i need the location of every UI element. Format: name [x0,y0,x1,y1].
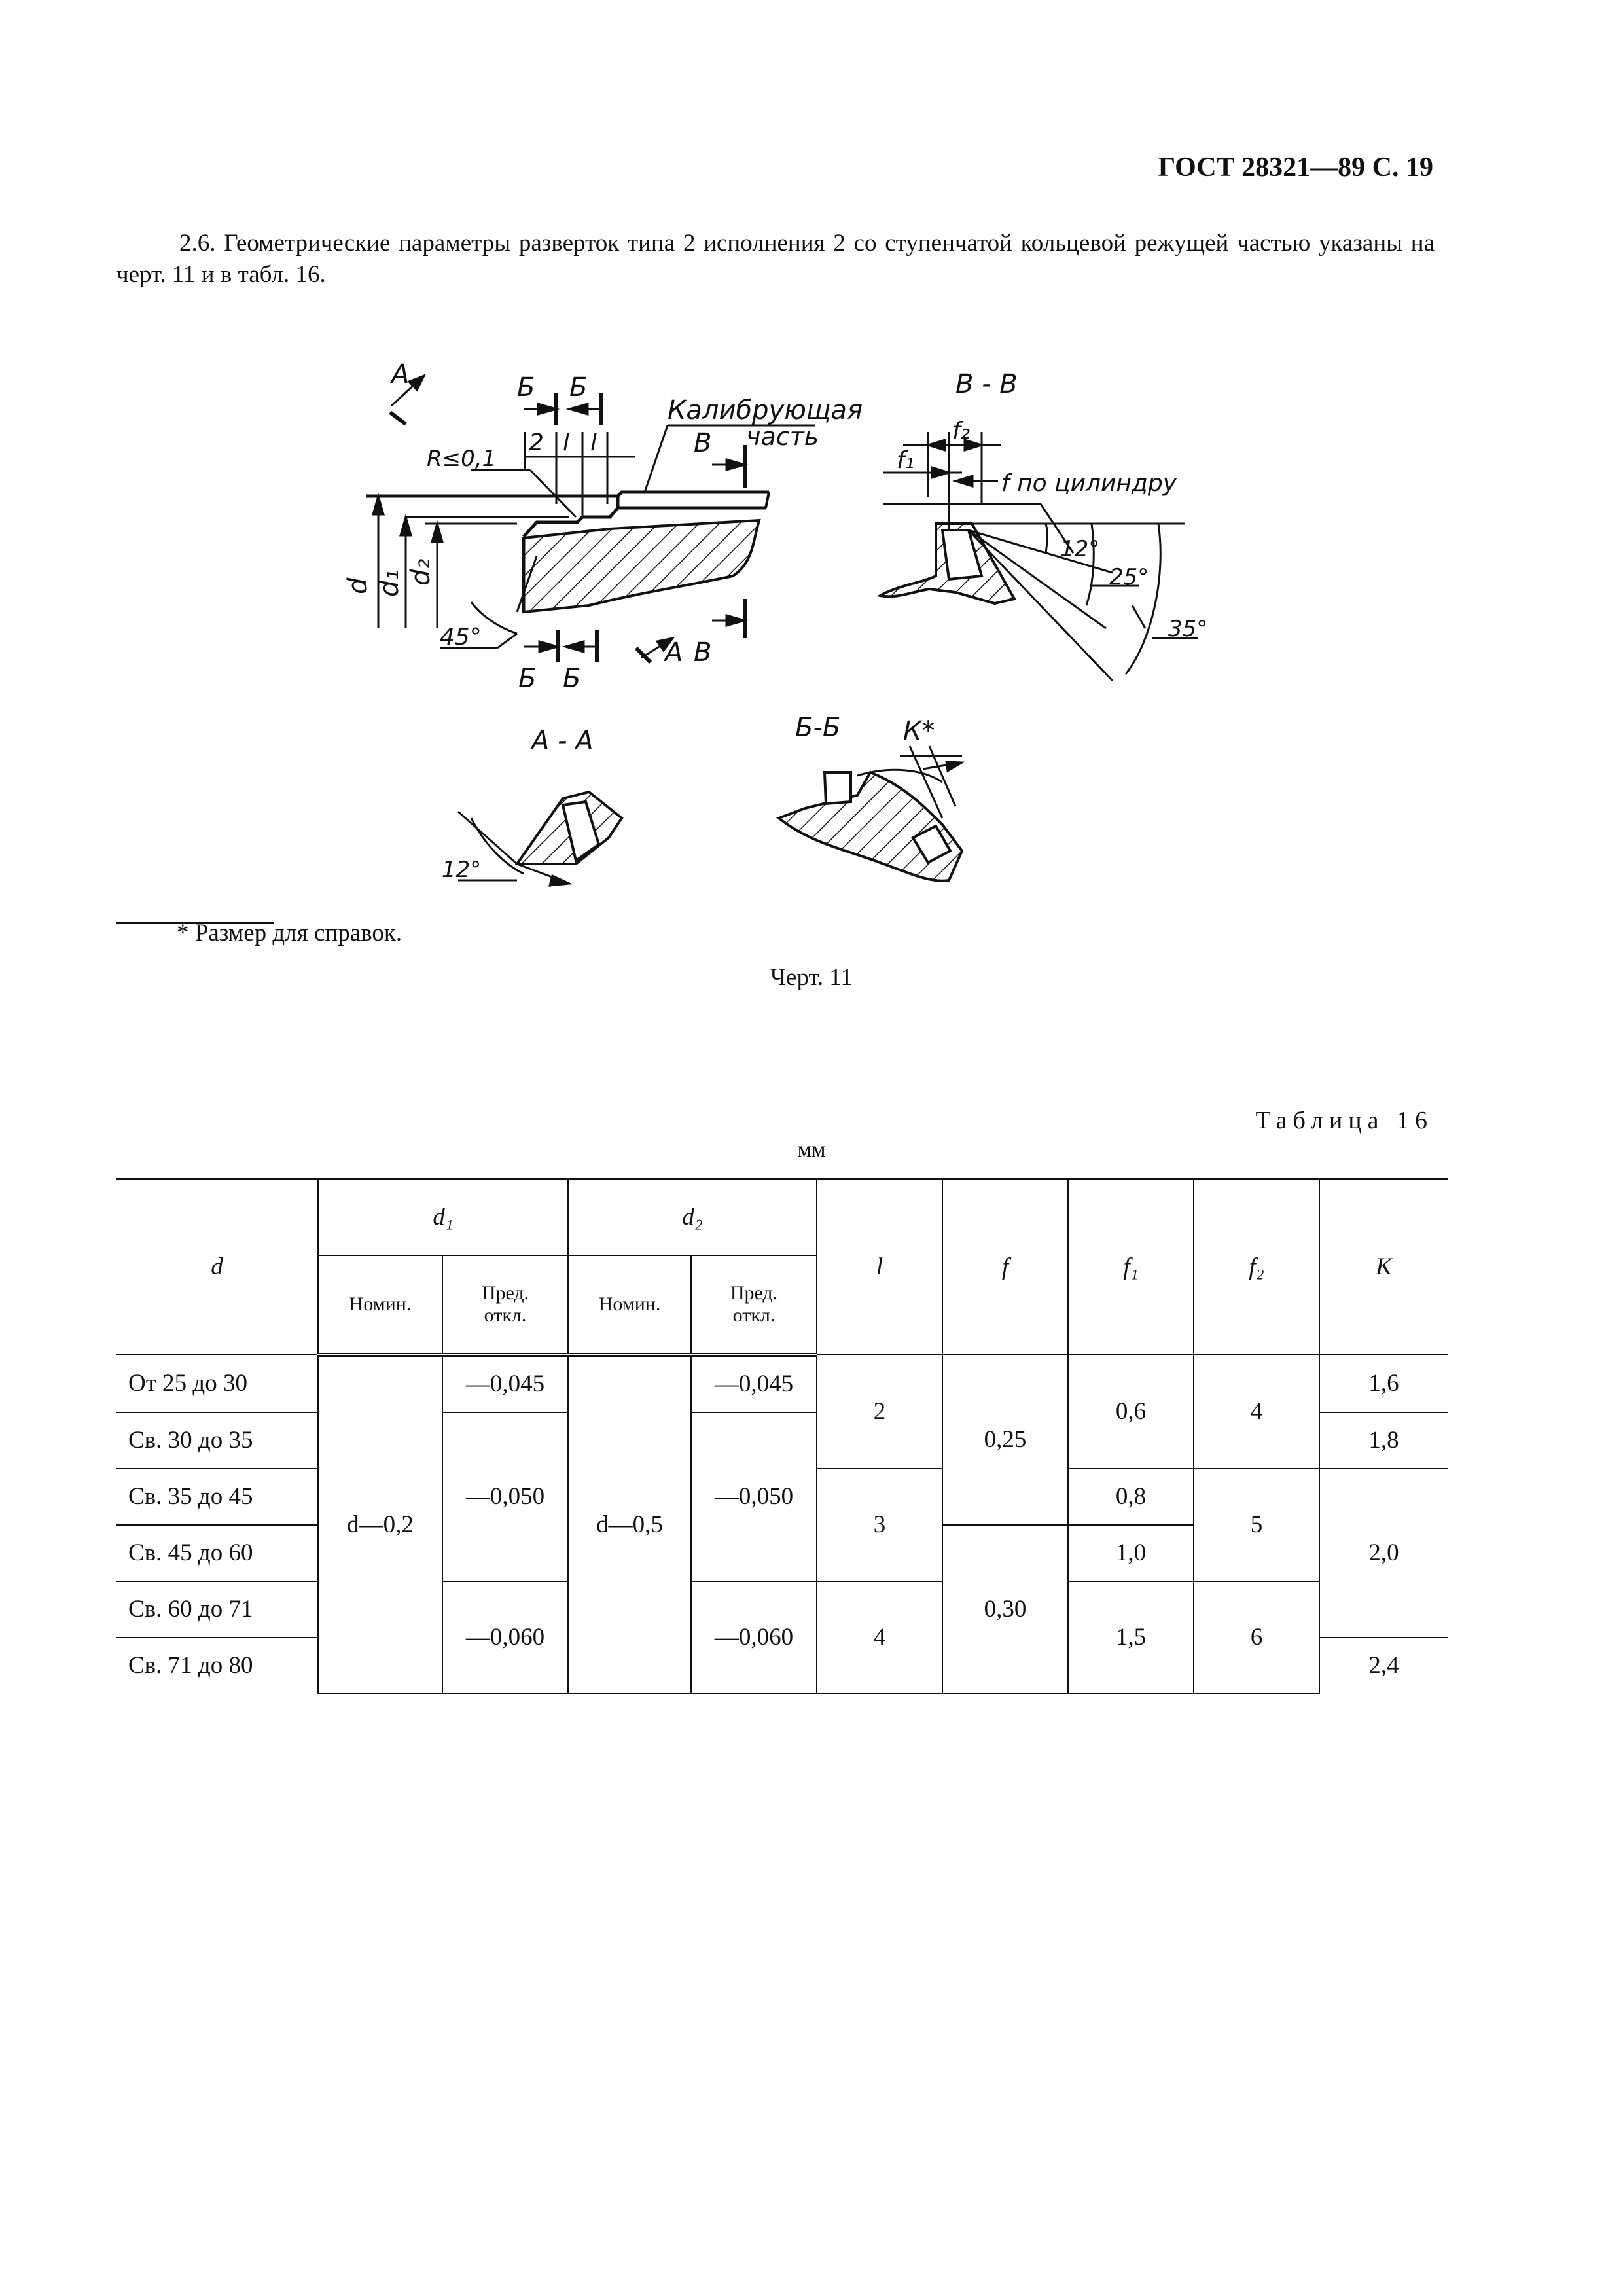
label-f1: f₁ [897,447,914,474]
row-label: Св. 60 до 71 [116,1580,319,1638]
col-header-d2-nomin: Номин. [567,1254,692,1357]
cell-d1-dev: —0,050 [442,1411,569,1582]
row-label: От 25 до 30 [116,1354,319,1413]
cell-l: 3 [816,1467,943,1582]
row-label: Св. 35 до 45 [116,1467,319,1526]
label-calibrating-1: Калибрующая [668,395,863,425]
page-header: ГОСТ 28321—89 С. 19 [1158,152,1433,183]
col-header-d1-dev: Пред.откл. [442,1254,569,1357]
cell-d2-dev: —0,050 [690,1411,817,1582]
col-header-f1: f₁ [1067,1178,1194,1355]
cell-f: 0,25 [942,1354,1069,1526]
cell-d1-dev: —0,060 [442,1580,569,1694]
cell-f1: 1,5 [1067,1580,1194,1694]
section-bb-labels: Б-Б К* [795,713,935,746]
row-label: Св. 71 до 80 [116,1636,319,1693]
col-header-k: K [1319,1178,1448,1355]
col-header-d: d [116,1178,319,1355]
label-dim-k: К* [903,716,935,746]
cell-l: 2 [816,1354,943,1469]
parameters-table: d d₁ d₂ l f f₁ f₂ K Номин. Пред.откл. Но… [116,1178,1448,1694]
label-d2: d₂ [406,559,436,586]
section-bb [776,745,966,882]
row-label: Св. 30 до 35 [116,1411,319,1469]
label-angle-45: 45° [440,624,482,651]
table-units: мм [797,1138,826,1162]
cell-l: 4 [816,1580,943,1694]
section-vv-labels: В - В f₂ f₁ f по цилиндру 12° 25° 35° [897,369,1207,642]
cell-k: 2,0 [1319,1467,1448,1638]
footnote: * Размер для справок. [177,920,402,946]
col-header-d2: d₂ [567,1178,817,1256]
main-view [366,374,815,664]
cell-f2: 6 [1193,1580,1319,1694]
label-section-aa: А - А [529,726,594,756]
label-sec-b-3: Б [518,664,536,694]
label-section-bb: Б-Б [795,713,840,743]
col-header-l: l [816,1178,943,1355]
label-sec-b-4: Б [563,664,580,694]
label-d: d [343,577,373,594]
label-sec-b-1: Б [517,372,535,403]
label-angle-25: 25° [1109,564,1149,590]
label-view-a: А [389,359,409,389]
label-dim-l-2: l [590,429,597,456]
label-d1: d₁ [374,570,404,597]
col-header-f2: f₂ [1193,1178,1320,1355]
table-caption: Таблица 16 [1255,1107,1433,1134]
cell-f2: 4 [1193,1354,1320,1469]
label-sec-v-bottom: В [694,637,711,668]
label-sec-v-top: В [694,428,711,458]
cell-d1-dev: —0,045 [442,1354,569,1413]
label-aa-angle-12: 12° [442,857,481,883]
row-label: Св. 45 до 60 [116,1524,319,1582]
label-section-vv: В - В [955,369,1018,399]
cell-f1: 0,6 [1067,1354,1194,1469]
label-dim-2: 2 [529,429,544,456]
cell-d2-dev: —0,045 [690,1354,817,1413]
cell-f1: 1,0 [1067,1524,1194,1582]
section-vv [876,432,1198,682]
main-view-labels: А Б Б Калибрующая часть В 2 l l R≤0,1 d … [343,359,863,694]
label-calibrating-2: часть [746,422,819,451]
technical-drawing: А Б Б Калибрующая часть В 2 l l R≤0,1 d … [343,359,1207,887]
cell-d1-nom: d—0,2 [317,1354,443,1694]
footnote-rule [116,922,274,924]
label-dim-l-1: l [563,429,569,456]
cell-d2-dev: —0,060 [690,1580,817,1694]
figure-caption: Черт. 11 [770,964,853,991]
cell-k: 1,8 [1319,1411,1448,1469]
cell-f1: 0,8 [1067,1467,1194,1526]
col-header-d2-dev: Пред.откл. [690,1254,817,1357]
label-sec-b-2: Б [569,372,587,403]
col-header-d1-nomin: Номин. [318,1254,443,1357]
label-radius: R≤0,1 [427,446,496,472]
col-header-d1: d₁ [317,1178,569,1256]
cell-f: 0,30 [942,1524,1069,1694]
cell-f2: 5 [1193,1467,1320,1582]
label-angle-12: 12° [1060,536,1099,562]
intro-paragraph: 2.6. Геометрические параметры разверток … [116,230,1435,288]
cell-k: 1,6 [1319,1354,1448,1413]
label-view-a-2: А [663,637,683,668]
section-aa [457,790,624,887]
cell-d2-nom: d—0,5 [567,1354,692,1694]
cell-k: 2,4 [1319,1636,1448,1693]
section-aa-labels: А - А 12° [442,726,594,883]
label-angle-35: 35° [1168,616,1207,642]
col-header-f: f [942,1178,1069,1355]
label-f2: f₂ [952,418,970,444]
label-f-cyl: f по цилиндру [1001,470,1177,497]
